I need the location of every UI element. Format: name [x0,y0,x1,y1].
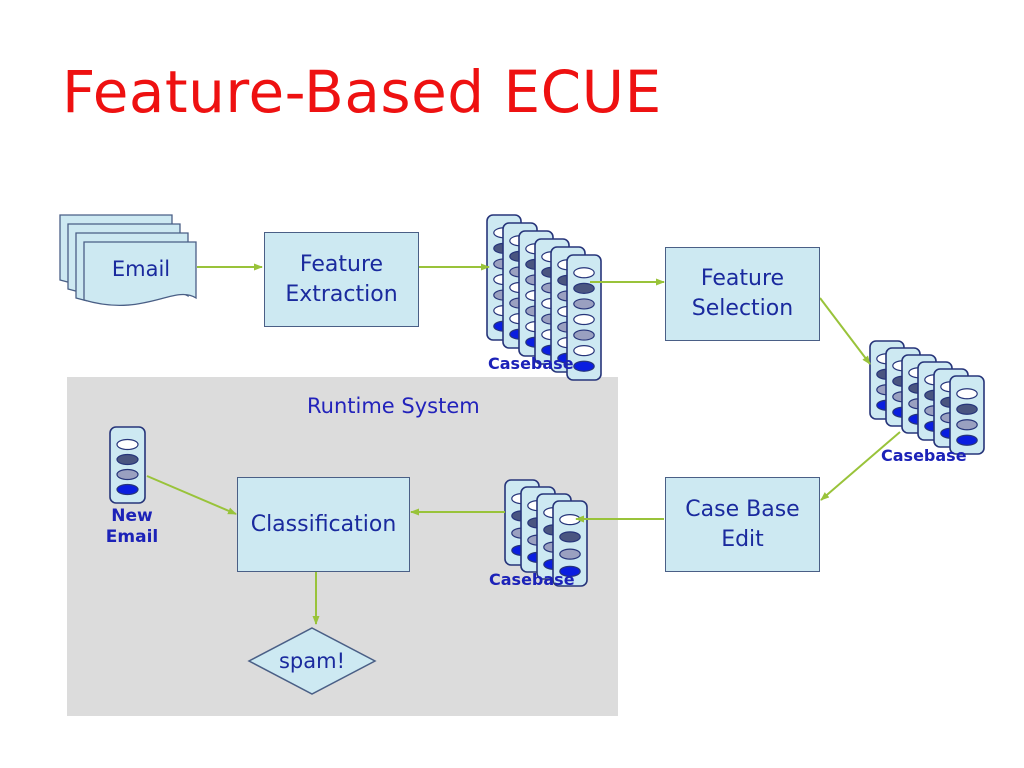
feature-oval [573,360,595,372]
casebase-stack-after-selection [869,340,985,455]
feature-selection-box: Feature Selection [665,247,820,341]
feature-oval [573,345,595,357]
spam-label: spam! [279,649,345,673]
casebase-label-after-selection: Casebase [881,446,967,465]
feature-oval [573,282,595,294]
runtime-system-label: Runtime System [307,394,480,418]
arrow-new-email-to-classification [146,475,237,515]
case-base-edit-box: Case Base Edit [665,477,820,572]
feature-oval [956,388,978,400]
casebase-stack-after-extraction [486,214,602,381]
feature-oval [573,313,595,326]
feature-oval [116,483,139,496]
feature-oval [559,548,581,560]
slide-title: Feature-Based ECUE [62,58,662,126]
email-label: Email [112,257,170,281]
feature-oval [573,329,595,341]
arrow-selection-to-casebase [819,297,871,365]
casebase-stack-after-edit [504,479,588,587]
email-document-stack: Email [59,214,197,306]
feature-oval [956,419,978,431]
feature-extraction-box: Feature Extraction [264,232,419,327]
classification-box: Classification [237,477,410,572]
feature-oval [573,298,595,310]
feature-oval [116,468,139,481]
casebase-label-after-edit: Casebase [489,570,575,589]
feature-oval [956,403,978,415]
new-email-label: New Email [105,506,159,547]
feature-oval [116,453,139,466]
spam-decision: spam! [247,627,377,695]
casebase-label-after-extraction: Casebase [488,354,574,373]
feature-oval [956,434,978,446]
feature-oval [559,531,581,543]
feature-oval [559,565,581,577]
new-email-vector [109,426,146,504]
feature-oval [573,267,595,279]
arrow-casebase-to-edit [820,431,901,501]
feature-oval [116,438,139,451]
